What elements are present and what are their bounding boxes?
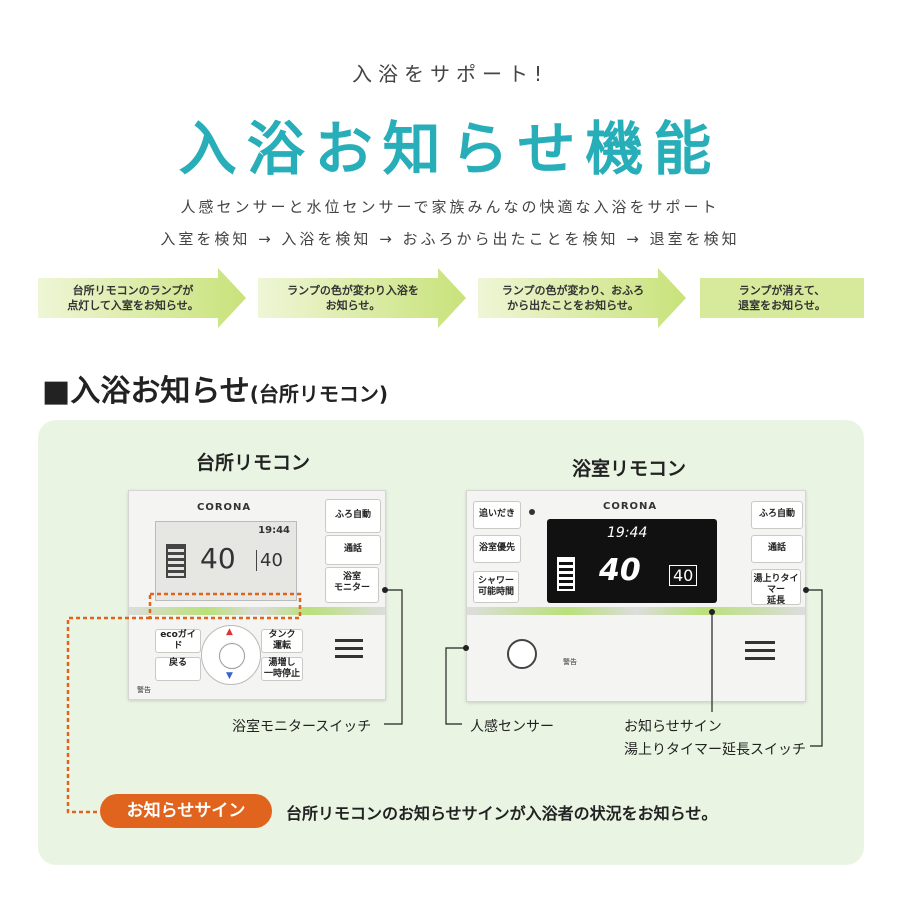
- tank-button[interactable]: タンク 運転: [261, 629, 303, 653]
- warning-label: 警告: [563, 658, 577, 666]
- furo-auto-button[interactable]: ふろ自動: [751, 501, 803, 529]
- kitchen-remote-title: 台所リモコン: [196, 452, 311, 474]
- bath-monitor-button[interactable]: 浴室 モニター: [325, 567, 379, 603]
- up-icon: ▲: [226, 627, 233, 637]
- display-temp-small: 40: [669, 565, 698, 586]
- timer-switch-label: 湯上りタイマー延長スイッチ: [624, 742, 806, 758]
- timer-extend-button[interactable]: 湯上りタイマー 延長: [751, 569, 801, 606]
- box-shape: [700, 278, 864, 318]
- bath-remote-title: 浴室リモコン: [572, 458, 687, 480]
- brand-logo: CORONA: [197, 502, 252, 513]
- footer-description: 台所リモコンのお知らせサインが入浴者の状況をお知らせ。: [286, 804, 718, 823]
- down-icon: ▼: [226, 671, 233, 681]
- notify-lamp-strip: [129, 607, 385, 615]
- back-button[interactable]: 戻る: [155, 657, 201, 681]
- display-temp-small: 40: [256, 550, 283, 571]
- display-temp-main: 40: [599, 553, 641, 588]
- display-temp-main: 40: [200, 542, 236, 575]
- bath-priority-button[interactable]: 浴室優先: [473, 535, 521, 563]
- human-sensor: [507, 639, 537, 669]
- dpad[interactable]: ▲ ▼: [201, 625, 261, 685]
- intercom-button[interactable]: 通話: [751, 535, 803, 563]
- bath-remote: CORONA 追いだき 浴室優先 シャワー 可能時間 19:44 40 40 ふ…: [466, 490, 806, 702]
- menu-icon[interactable]: [745, 641, 775, 661]
- bath-display: 19:44 40 40: [547, 519, 717, 603]
- monitor-switch-label: 浴室モニタースイッチ: [232, 719, 372, 735]
- notify-sign-label: お知らせサイン: [624, 719, 722, 735]
- subtitle: 入浴をサポート!: [351, 62, 549, 86]
- step-4-text: ランプが消えて、 退室をお知らせ。: [738, 284, 826, 312]
- shower-time-button[interactable]: シャワー 可能時間: [473, 571, 519, 603]
- tank-level-icon: [166, 544, 186, 578]
- step-1-text: 台所リモコンのランプが 点灯して入室をお知らせ。: [67, 284, 199, 312]
- notify-sign-badge: お知らせサイン: [100, 794, 272, 828]
- reheat-button[interactable]: 追いだき: [473, 501, 521, 529]
- arrow-shape: [38, 268, 246, 328]
- tank-level-icon: [557, 557, 575, 591]
- eco-guide-button[interactable]: ecoガイド: [155, 629, 201, 653]
- flow-description: 入室を検知 → 入浴を検知 → おふろから出たことを検知 → 退室を検知: [160, 230, 740, 248]
- pause-button[interactable]: 湯増し 一時停止: [261, 657, 303, 681]
- description: 人感センサーと水位センサーで家族みんなの快適な入浴をサポート: [180, 198, 720, 216]
- brand-logo: CORONA: [603, 501, 658, 512]
- section-title: ■入浴お知らせ(台所リモコン): [42, 374, 389, 409]
- step-2-text: ランプの色が変わり入浴を お知らせ。: [287, 284, 419, 312]
- display-time: 19:44: [607, 525, 648, 541]
- dpad-center[interactable]: [219, 643, 245, 669]
- notify-lamp-strip: [467, 607, 805, 615]
- arrow-shape: [478, 268, 686, 328]
- arrow-shape: [258, 268, 466, 328]
- display-time: 19:44: [258, 525, 290, 536]
- human-sensor-label: 人感センサー: [470, 719, 554, 735]
- furo-auto-button[interactable]: ふろ自動: [325, 499, 381, 533]
- intercom-button[interactable]: 通話: [325, 535, 381, 565]
- menu-icon[interactable]: [335, 639, 363, 659]
- step-3-text: ランプの色が変わり、おふろ から出たことをお知らせ。: [501, 284, 645, 312]
- warning-label: 警告: [137, 686, 151, 694]
- sensor-dot: [529, 509, 535, 515]
- kitchen-display: 19:44 40 40: [155, 521, 297, 601]
- page-title: 入浴お知らせ機能: [178, 115, 722, 183]
